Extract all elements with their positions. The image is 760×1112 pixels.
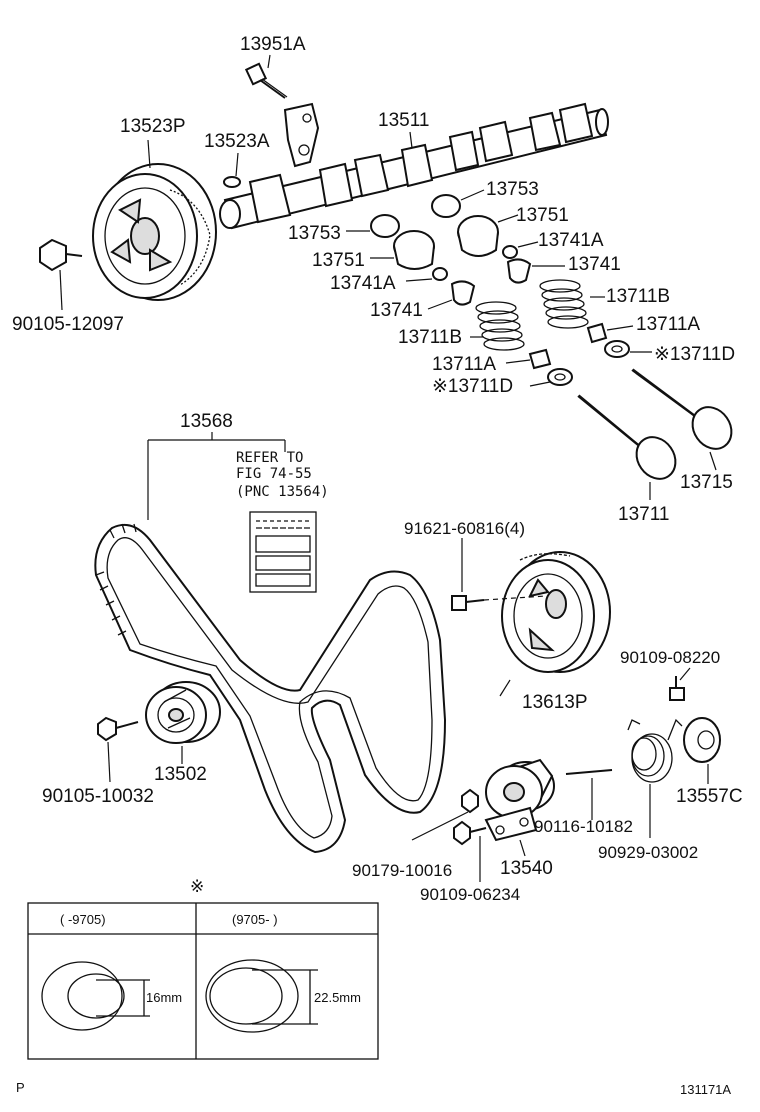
- spring-pin-bolt: [669, 676, 685, 701]
- timing-belt: [94, 523, 447, 854]
- tensioner-spring: [627, 718, 683, 783]
- refer-line-3: (PNC 13564): [236, 484, 329, 500]
- label-13613P: 13613P: [522, 692, 588, 713]
- idler-bolt: [97, 716, 139, 742]
- intake-valve: [577, 394, 677, 480]
- table-col1-header: ( -9705): [60, 912, 106, 927]
- camshaft-timing-pulley: [92, 163, 217, 301]
- refer-line-1: REFER TO: [236, 450, 303, 466]
- camshaft-bolt-13951A: [244, 62, 288, 99]
- label-13711D-lower: ※13711D: [432, 376, 513, 397]
- refer-line-2: FIG 74-55: [236, 466, 312, 482]
- table-col2-header: (9705- ): [232, 912, 278, 927]
- label-13751-upper: 13751: [516, 205, 569, 226]
- label-13568: 13568: [180, 411, 233, 432]
- footer-right: 131171A: [680, 1082, 731, 1097]
- tensioner-stud: [565, 769, 613, 775]
- stem-seal-upper: [586, 322, 608, 344]
- label-90929-03002: 90929-03002: [598, 843, 698, 862]
- exhaust-valve: [631, 368, 733, 450]
- pulley-key: [223, 176, 241, 188]
- label-13715: 13715: [680, 472, 733, 493]
- footer-left: P: [16, 1080, 25, 1095]
- valve-spring-upper: [539, 279, 589, 329]
- label-13523A: 13523A: [204, 131, 270, 152]
- label-13741-upper: 13741: [568, 254, 621, 275]
- label-13741A-upper: 13741A: [538, 230, 604, 251]
- label-13711: 13711: [618, 504, 669, 525]
- label-13511: 13511: [378, 110, 429, 131]
- table-col1-dim: 16mm: [146, 990, 182, 1005]
- label-13711A-upper: 13711A: [636, 314, 700, 335]
- spring-retainer-upper: [506, 258, 532, 284]
- crankshaft-timing-pulley: [501, 551, 611, 673]
- shim-upper: [431, 194, 461, 218]
- tensioner-nut: [461, 788, 479, 814]
- label-90109-08220: 90109-08220: [620, 648, 720, 667]
- label-91621-60816: 91621-60816(4): [404, 519, 525, 538]
- spring-retainer-lower: [450, 280, 476, 306]
- label-13557C: 13557C: [676, 786, 743, 807]
- label-90105-10032: 90105-10032: [42, 786, 154, 807]
- camshaft: [219, 102, 609, 230]
- label-13951A: 13951A: [240, 34, 306, 55]
- label-90116-10182: 90116-10182: [534, 817, 633, 836]
- lifter-lower: [393, 230, 435, 270]
- retainer-lock-upper: [502, 245, 518, 259]
- lifter-upper: [457, 215, 499, 257]
- label-13523P: 13523P: [120, 116, 186, 137]
- label-13540: 13540: [500, 858, 553, 879]
- label-90179-10016: 90179-10016: [352, 861, 452, 880]
- table-col2-dim: 22.5mm: [314, 990, 361, 1005]
- label-13711A-lower: 13711A: [432, 354, 496, 375]
- spring-cap: [683, 717, 721, 763]
- label-13711B-lower: 13711B: [398, 327, 462, 348]
- shim-lower: [370, 214, 400, 238]
- valve-spring-lower: [475, 301, 525, 351]
- label-13741-lower: 13741: [370, 300, 423, 321]
- pulley-bolt: [39, 238, 83, 272]
- belt-tensioner: [484, 758, 555, 842]
- refer-box: REFER TO FIG 74-55 (PNC 13564): [236, 450, 329, 593]
- label-13751-lower: 13751: [312, 250, 365, 271]
- idler-pulley: [145, 681, 221, 744]
- stem-seal-lower: [528, 348, 552, 370]
- spring-seat-upper: [604, 340, 630, 358]
- tensioner-bolt: [453, 820, 487, 846]
- label-90105-12097: 90105-12097: [12, 314, 124, 335]
- crank-pulley-bolt: [451, 595, 547, 611]
- table-marker: ※: [190, 877, 204, 896]
- label-13753-lower: 13753: [288, 223, 341, 244]
- label-90109-06234: 90109-06234: [420, 885, 520, 904]
- bearing-cap: [283, 102, 320, 168]
- label-13711B-upper: 13711B: [606, 286, 670, 307]
- retainer-lock-lower: [432, 267, 448, 281]
- spec-table: ( -9705) (9705- ) 16mm 22.5mm: [27, 902, 379, 1060]
- label-13711D-upper: ※13711D: [654, 344, 735, 365]
- label-13753-upper: 13753: [486, 179, 539, 200]
- label-13741A-lower: 13741A: [330, 273, 396, 294]
- spring-seat-lower: [547, 368, 573, 386]
- label-13502: 13502: [154, 764, 207, 785]
